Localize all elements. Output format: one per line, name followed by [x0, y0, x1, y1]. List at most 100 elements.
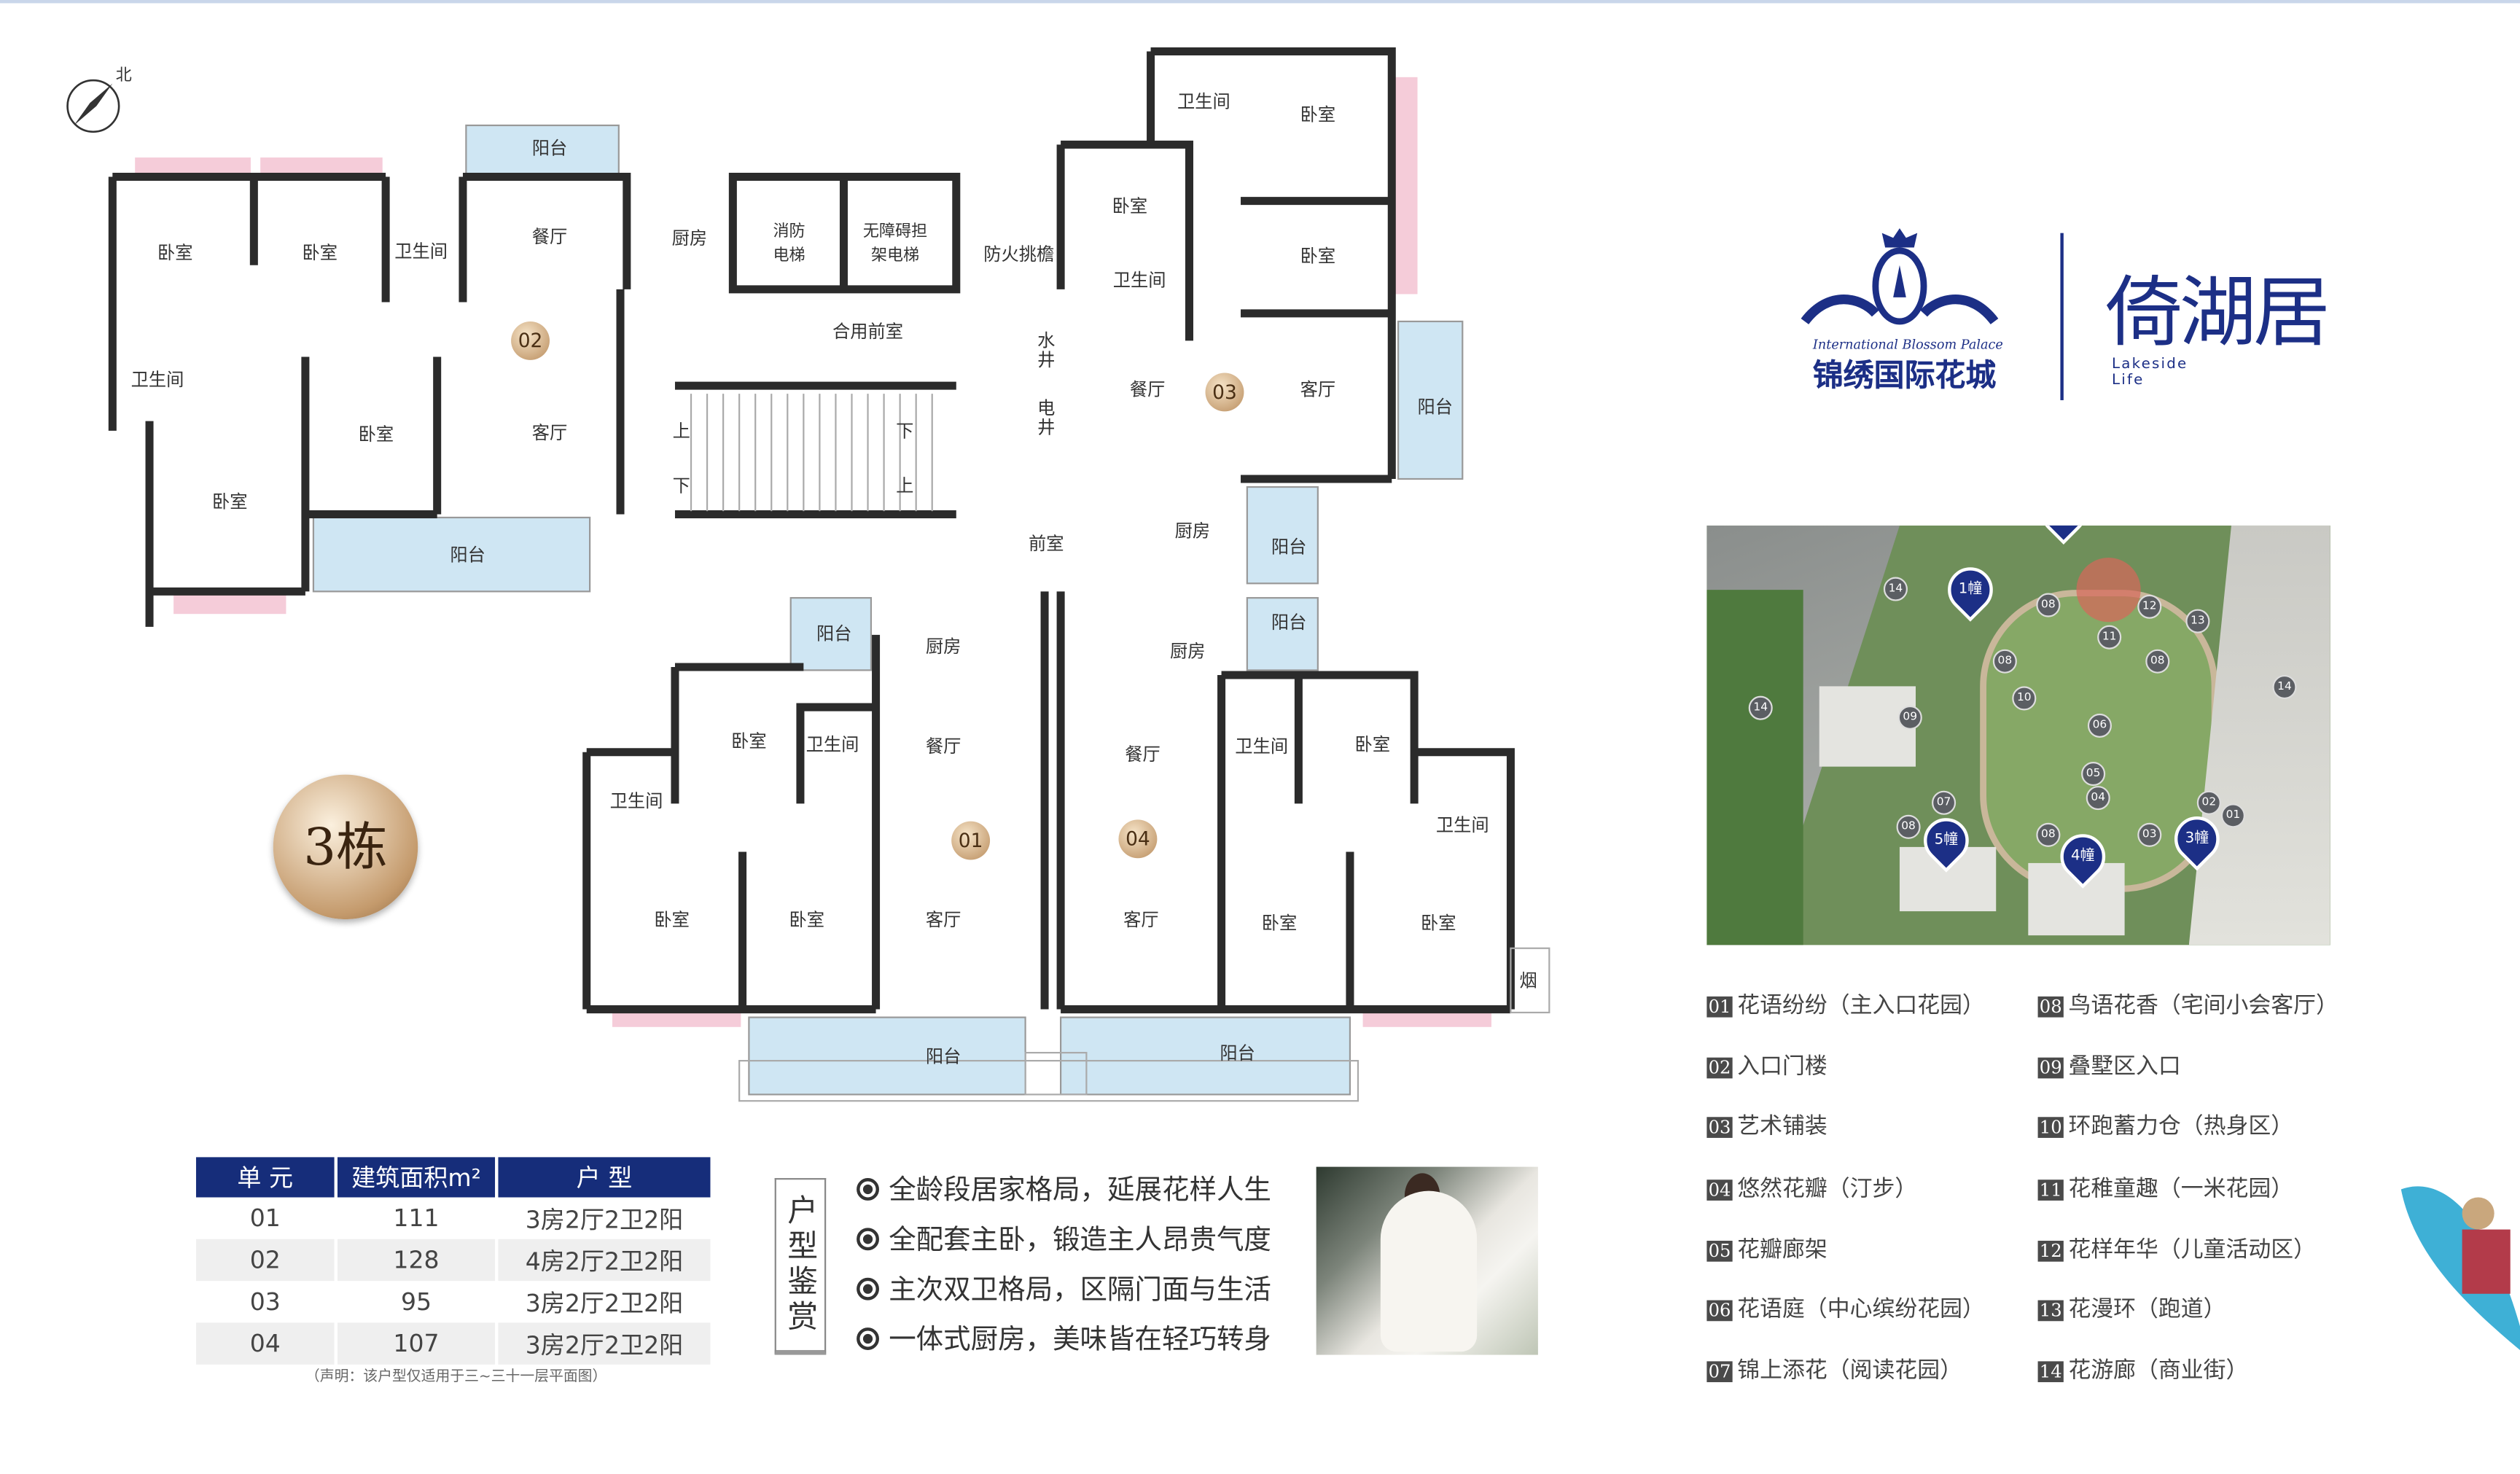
building-pin: 2幢: [2032, 525, 2096, 545]
room-label: 餐厅: [531, 226, 568, 248]
room-label: 卫生间: [1177, 91, 1230, 113]
room-label: 卧室: [789, 909, 825, 931]
features-title: 户型鉴赏: [774, 1178, 827, 1355]
north-compass-icon: [66, 79, 120, 133]
bullet-icon: [857, 1178, 879, 1201]
cell: 3房2厅2卫2阳: [525, 1288, 684, 1317]
room-label: 卫生间: [130, 370, 184, 391]
stair-label: 上: [672, 421, 690, 442]
room-label: 无障碍担架电梯: [862, 223, 928, 265]
room-label: 电井: [1034, 398, 1056, 437]
site-plan-map: 1幢 2幢 3幢 4幢 5幢 14 14 14 08 08 08 08 09 1…: [1706, 525, 2330, 945]
cell: 111: [393, 1204, 440, 1233]
logo-english: International Blossom Palace: [1812, 337, 2003, 352]
room-label: 卧室: [1354, 734, 1391, 756]
feature-item: 全龄段居家格局，延展花样人生: [857, 1167, 1271, 1207]
room-label: 餐厅: [1129, 379, 1166, 400]
site-marker: 11: [2097, 625, 2122, 650]
site-marker: 03: [2137, 822, 2162, 847]
cell: 03: [249, 1287, 281, 1317]
feature-item: 全配套主卧，锻造主人昂贵气度: [857, 1217, 1271, 1257]
bullet-icon: [857, 1327, 879, 1350]
room-label: 前室: [1029, 533, 1064, 555]
cell: 01: [249, 1204, 281, 1233]
room-label: 厨房: [1174, 520, 1211, 542]
feature-item: 一体式厨房，美味皆在轻巧转身: [857, 1317, 1271, 1357]
site-marker: 07: [1932, 790, 1957, 815]
room-label: 客厅: [531, 422, 568, 444]
table-header: 建筑面积m²: [337, 1157, 496, 1198]
floor-plan-drawing: [108, 47, 1550, 1102]
boat-photo: [2400, 1186, 2520, 1350]
bullet-icon: [857, 1228, 879, 1251]
room-label: 消防电梯: [773, 223, 805, 265]
room-label: 阳台: [1271, 612, 1307, 633]
room-label: 厨房: [671, 228, 708, 249]
room-label: 客厅: [1300, 379, 1336, 400]
table-header: 户 型: [498, 1157, 711, 1198]
room-label: 卫生间: [1112, 270, 1166, 292]
cell: 02: [195, 1239, 335, 1282]
room-label: 卫生间: [1235, 736, 1289, 757]
site-marker: 14: [1748, 695, 1773, 720]
site-marker: 08: [1896, 814, 1921, 839]
site-marker: 10: [2012, 686, 2037, 711]
room-label: 卫生间: [394, 241, 448, 262]
project-name: 倚湖居: [2105, 268, 2330, 359]
room-label: 卧室: [358, 424, 394, 445]
unit-badge-01: 01: [951, 821, 991, 860]
unit-badge-04: 04: [1118, 819, 1158, 859]
room-label: 烟: [1519, 970, 1537, 992]
top-border: [0, 0, 2520, 4]
feature-item: 主次双卫格局，区隔门面与生活: [857, 1266, 1271, 1306]
cell: 4房2厅2卫2阳: [498, 1239, 711, 1282]
room-label: 卧室: [157, 242, 193, 264]
project-english: Lakeside Life: [2111, 356, 2188, 389]
room-label: 水井: [1034, 331, 1056, 370]
stair-label: 下: [672, 475, 690, 497]
site-marker: 12: [2137, 594, 2162, 619]
room-label: 阳台: [531, 138, 568, 160]
cell: 107: [337, 1322, 496, 1365]
feature-text: 一体式厨房，美味皆在轻巧转身: [889, 1324, 1271, 1357]
room-label: 卧室: [302, 242, 338, 264]
site-marker: 05: [2081, 762, 2106, 787]
room-label: 卧室: [1300, 104, 1336, 125]
feature-text: 全龄段居家格局，延展花样人生: [889, 1174, 1271, 1207]
cell: 3房2厅2卫2阳: [525, 1204, 684, 1234]
disclaimer-note: （声明：该户型仅适用于三~三十一层平面图）: [305, 1369, 607, 1386]
site-marker: 08: [2036, 593, 2061, 617]
room-label: 卧室: [1261, 913, 1298, 934]
room-label: 卫生间: [1435, 814, 1489, 836]
site-marker: 06: [2087, 713, 2112, 738]
room-label: 卧室: [1420, 913, 1456, 934]
site-marker: 02: [2196, 790, 2221, 815]
room-label: 卧室: [1112, 195, 1148, 217]
site-marker: 08: [1992, 649, 2017, 674]
site-marker: 14: [1883, 577, 1908, 601]
room-label: 阳台: [1417, 397, 1454, 418]
room-label: 阳台: [816, 623, 852, 645]
site-marker: 09: [1897, 705, 1922, 730]
room-label: 阳台: [450, 545, 485, 566]
room-label: 厨房: [1170, 641, 1206, 663]
site-marker: 08: [2036, 822, 2061, 847]
room-label: 餐厅: [925, 736, 961, 757]
crown-crest-icon: [1801, 228, 1999, 325]
room-label: 阳台: [925, 1046, 961, 1067]
room-label: 卫生间: [609, 790, 663, 812]
room-label: 阳台: [1271, 537, 1307, 558]
room-label: 卫生间: [805, 734, 859, 756]
table-row: 01 111 3房2厅2卫2阳: [196, 1198, 711, 1239]
logo-chinese: 锦绣国际花城: [1812, 358, 1997, 394]
